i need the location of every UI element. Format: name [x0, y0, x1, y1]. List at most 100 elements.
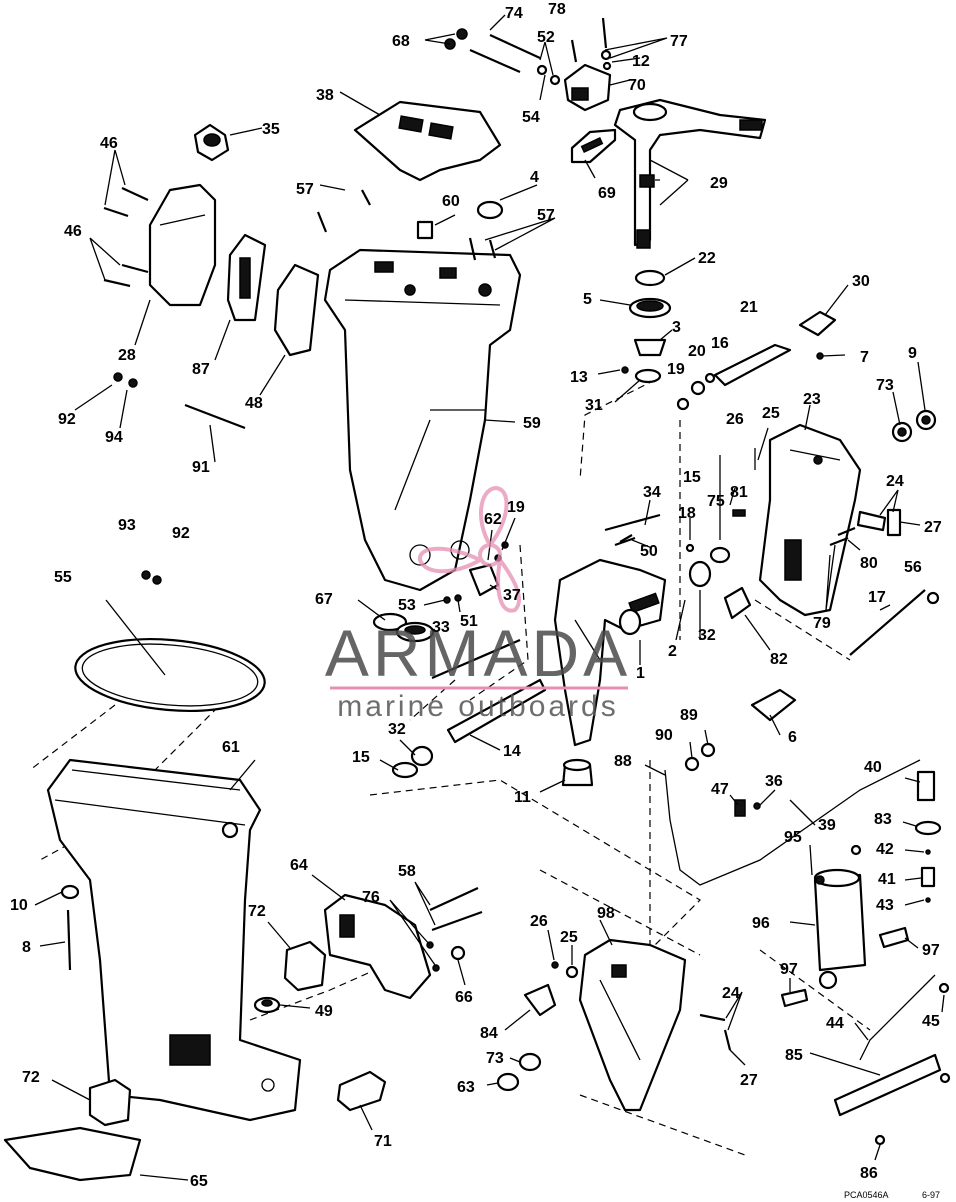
- pad-85: [833, 1053, 942, 1117]
- label-24b: 24: [722, 985, 740, 1002]
- label-51: 51: [460, 613, 478, 630]
- label-14: 14: [503, 743, 521, 760]
- label-89: 89: [680, 707, 698, 724]
- label-91: 91: [192, 459, 210, 476]
- label-19a: 19: [667, 361, 685, 378]
- screws-86: [874, 982, 951, 1146]
- label-96: 96: [752, 915, 770, 932]
- clamp-bracket-23: [758, 423, 862, 617]
- steering-shaft-29: [613, 98, 767, 249]
- label-68: 68: [392, 33, 410, 50]
- label-86: 86: [860, 1165, 878, 1182]
- label-71: 71: [374, 1133, 392, 1150]
- bushing-32-left: [391, 745, 434, 779]
- label-25b: 25: [560, 929, 578, 946]
- watermark-tagline: marine outboards: [337, 690, 618, 723]
- label-82: 82: [770, 651, 788, 668]
- label-83: 83: [874, 811, 892, 828]
- link-82: [723, 586, 752, 620]
- cover-28: [148, 183, 217, 307]
- label-40: 40: [864, 759, 882, 776]
- label-30: 30: [852, 273, 870, 290]
- label-98: 98: [597, 905, 615, 922]
- cap-11: [561, 758, 594, 787]
- small-parts-89-90: [684, 742, 761, 817]
- label-75: 75: [707, 493, 725, 510]
- label-7: 7: [860, 349, 869, 366]
- gasket-48: [273, 263, 320, 357]
- label-11: 11: [514, 789, 531, 806]
- label-5: 5: [583, 291, 592, 308]
- pins-97: [780, 926, 910, 1008]
- label-62: 62: [484, 511, 502, 528]
- label-15b: 15: [352, 749, 370, 766]
- label-34: 34: [643, 484, 661, 501]
- bolt-8: [60, 884, 80, 971]
- drawing-date: 6-97: [922, 1190, 940, 1200]
- clamp-bracket-98: [578, 938, 687, 1112]
- rod-33: [431, 638, 521, 680]
- label-85: 85: [785, 1047, 803, 1064]
- tube-14: [446, 513, 661, 744]
- bracket-64: [323, 893, 432, 1000]
- label-47: 47: [711, 781, 729, 798]
- label-28: 28: [118, 347, 136, 364]
- label-42: 42: [876, 841, 894, 858]
- label-59: 59: [523, 415, 541, 432]
- label-25a: 25: [762, 405, 780, 422]
- exhaust-housing-59: [323, 248, 522, 592]
- bracket-70: [563, 63, 612, 112]
- label-77: 77: [670, 33, 688, 50]
- label-92a: 92: [58, 411, 76, 428]
- bolts-78-52: [536, 17, 612, 86]
- watermark-propeller-icon: [418, 485, 521, 613]
- label-46a: 46: [100, 135, 118, 152]
- label-67: 67: [315, 591, 333, 608]
- swivel-bracket-1: [553, 558, 667, 747]
- label-32b: 32: [388, 721, 406, 738]
- label-78: 78: [548, 1, 566, 18]
- skeg-65: [3, 1126, 142, 1182]
- label-48: 48: [245, 395, 263, 412]
- part-labels: 74 78 68 52 77 12 70 54 38 35 46 46 57 5…: [10, 1, 942, 1190]
- label-33: 33: [432, 619, 450, 636]
- label-93: 93: [118, 517, 136, 534]
- drawing-code: PCA0546A: [844, 1190, 889, 1200]
- label-56: 56: [904, 559, 922, 576]
- label-97a: 97: [922, 942, 940, 959]
- tilt-lever-21: [713, 343, 792, 387]
- label-50: 50: [640, 543, 658, 560]
- lower-housing-61: [46, 758, 302, 1122]
- cylinder-96: [813, 844, 867, 990]
- label-61: 61: [222, 739, 240, 756]
- label-27b: 27: [740, 1072, 758, 1089]
- pins-24-27: [829, 508, 902, 547]
- leader-lines: [34, 14, 945, 1181]
- small-washers: [621, 352, 824, 411]
- label-72a: 72: [248, 903, 266, 920]
- label-69: 69: [598, 185, 616, 202]
- label-27a: 27: [924, 519, 942, 536]
- bushings: [416, 200, 672, 384]
- label-2: 2: [668, 643, 677, 660]
- label-57b: 57: [537, 207, 555, 224]
- label-6: 6: [788, 729, 797, 746]
- label-80: 80: [860, 555, 878, 572]
- label-55: 55: [54, 569, 72, 586]
- label-53: 53: [398, 597, 416, 614]
- knob-30: [798, 310, 837, 337]
- label-10: 10: [10, 897, 28, 914]
- rod-44: [859, 974, 936, 1061]
- label-79: 79: [813, 615, 831, 632]
- block-72-upper: [283, 940, 327, 992]
- label-73a: 73: [876, 377, 894, 394]
- label-41: 41: [878, 871, 896, 888]
- label-13: 13: [570, 369, 588, 386]
- label-84: 84: [480, 1025, 498, 1042]
- label-17: 17: [868, 589, 886, 606]
- label-74: 74: [505, 5, 523, 22]
- grommet-6: [750, 688, 797, 722]
- cable-39: [664, 759, 936, 886]
- nuts-9-73: [891, 409, 937, 443]
- label-9: 9: [908, 345, 917, 362]
